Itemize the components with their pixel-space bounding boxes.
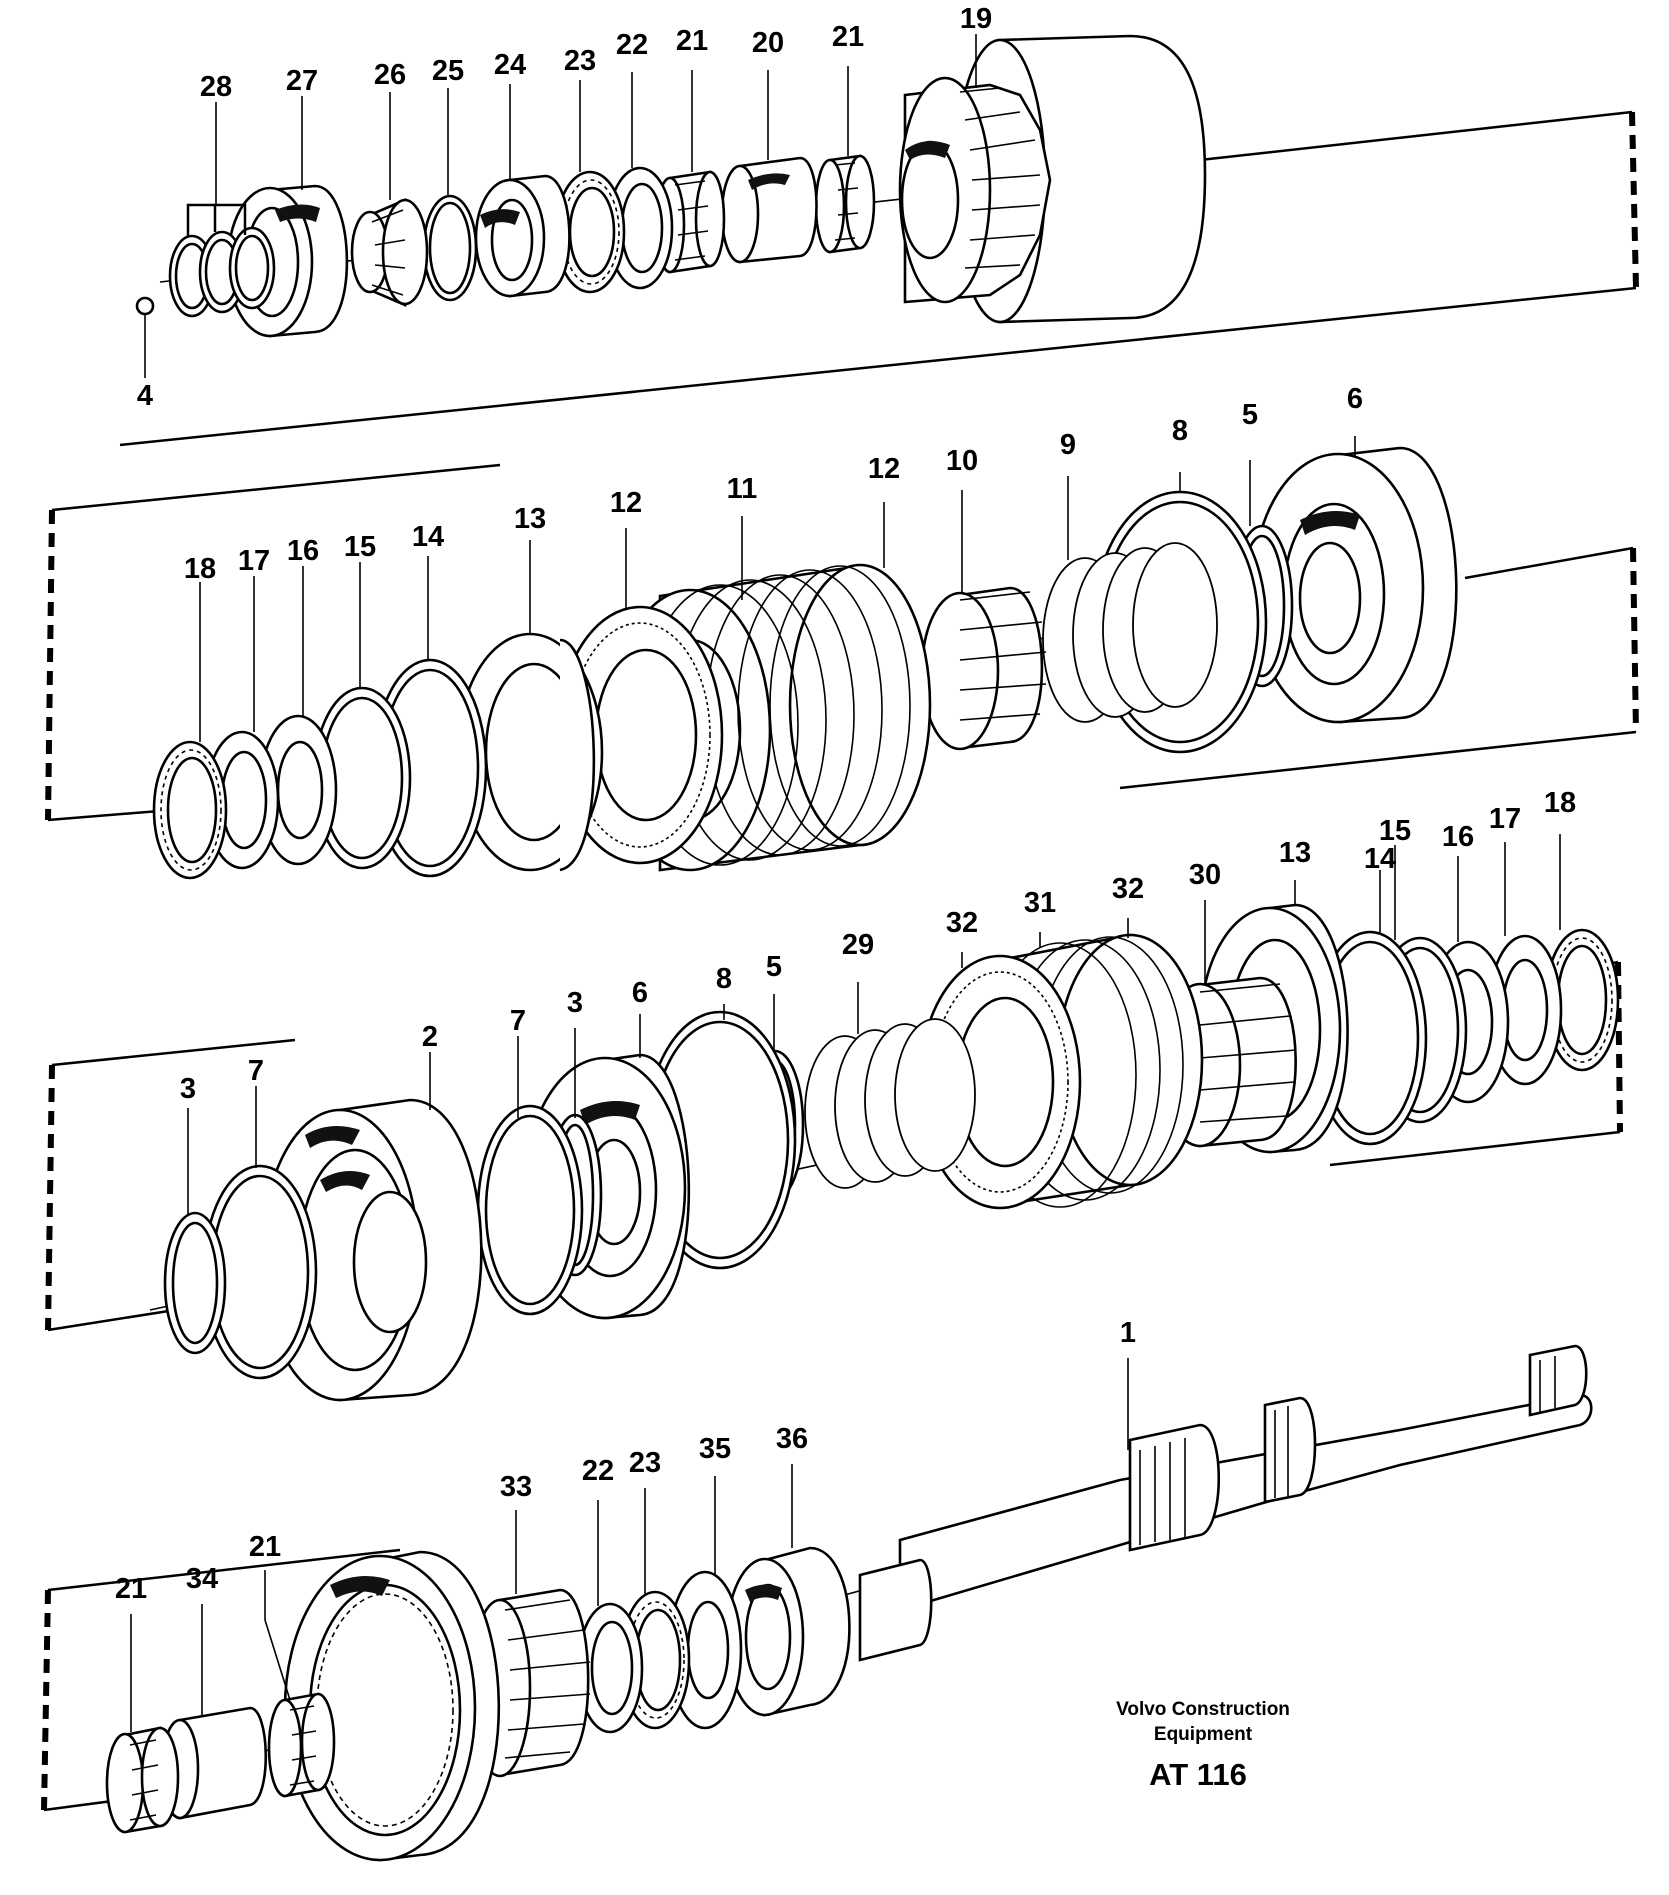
callout-24: 24 — [494, 49, 526, 81]
callout-6-b: 6 — [632, 977, 648, 1009]
callout-5: 5 — [1242, 399, 1258, 431]
callout-19: 19 — [960, 3, 992, 35]
callout-6: 6 — [1347, 383, 1363, 415]
callout-30: 30 — [1189, 859, 1221, 891]
callout-20: 20 — [752, 27, 784, 59]
part-25-snap-ring — [422, 194, 478, 302]
callout-11: 11 — [727, 473, 758, 505]
callout-13-b: 13 — [1279, 837, 1311, 869]
callout-21: 21 — [676, 25, 708, 57]
part-7-seal-ring-b — [202, 1164, 318, 1380]
part-18-thrust-bearing — [152, 740, 228, 880]
callout-2: 2 — [422, 1021, 438, 1053]
row-2-clutch-pack — [45, 436, 1639, 880]
callout-16-b: 16 — [1442, 821, 1474, 853]
callout-14: 14 — [412, 521, 444, 553]
callout-16: 16 — [287, 535, 319, 567]
callout-22: 22 — [616, 29, 648, 61]
callout-15-b: 15 — [1379, 815, 1411, 847]
callout-18-b: 18 — [1544, 787, 1576, 819]
callout-1: 1 — [1120, 1317, 1136, 1349]
callout-12: 12 — [610, 487, 642, 519]
publisher-credit: Volvo Construction Equipment AT 116 — [1116, 1699, 1290, 1792]
part-26-tapered-bearing — [350, 198, 429, 307]
callout-21-b: 21 — [832, 21, 864, 53]
row-1-shaft-assembly — [119, 34, 1639, 447]
publisher-line-1: Volvo Construction — [1116, 1699, 1290, 1720]
callout-36: 36 — [776, 1423, 808, 1455]
part-2-clutch-drum — [260, 1098, 483, 1402]
part-24-bearing-cup — [474, 174, 571, 298]
callout-17-b: 17 — [1489, 803, 1521, 835]
callout-9: 9 — [1060, 429, 1076, 461]
callout-34: 34 — [186, 1563, 218, 1595]
callout-31: 31 — [1024, 887, 1056, 919]
callout-7: 7 — [248, 1055, 264, 1087]
callout-25: 25 — [432, 55, 464, 87]
row-3-clutch-pack — [45, 834, 1623, 1402]
part-1-main-shaft — [858, 1344, 1593, 1662]
callout-labels: 4 28 27 26 25 24 23 22 21 20 21 19 18 17… — [115, 3, 1576, 1605]
part-13-end-plate — [456, 632, 604, 872]
callout-23-b: 23 — [629, 1447, 661, 1479]
callout-29: 29 — [842, 929, 874, 961]
part-7-seal-ring — [476, 1104, 584, 1316]
part-21-needle-bearing — [814, 154, 876, 254]
part-15-retaining-ring — [312, 686, 412, 870]
callout-3-b: 3 — [567, 987, 583, 1019]
part-28-seal-rings — [168, 203, 276, 318]
part-19-clutch-drum — [898, 34, 1207, 324]
part-21-needle-bearing-c — [267, 1692, 336, 1798]
part-22-thrust-washer — [606, 166, 674, 290]
callout-18: 18 — [184, 553, 216, 585]
callout-23: 23 — [564, 45, 596, 77]
callout-28: 28 — [200, 71, 232, 103]
callout-5-b: 5 — [766, 951, 782, 983]
row-4-main-shaft — [41, 1344, 1593, 1862]
callout-14-b: 14 — [1364, 843, 1396, 875]
part-gear-drum — [283, 1550, 501, 1862]
part-12-friction-disc — [556, 605, 724, 865]
part-10-clutch-hub — [920, 586, 1047, 751]
callout-35: 35 — [699, 1433, 731, 1465]
part-21-needle-bearing-d — [105, 1726, 180, 1834]
callout-32: 32 — [946, 907, 978, 939]
part-4-ball — [135, 296, 155, 316]
part-3-o-ring-b — [163, 1211, 227, 1355]
part-20-sleeve — [720, 156, 818, 264]
part-23-thrust-bearing — [554, 170, 626, 294]
callout-8-b: 8 — [716, 963, 732, 995]
part-36-tapered-bearing — [725, 1546, 851, 1717]
part-9-spring — [1042, 542, 1218, 723]
callout-26: 26 — [374, 59, 406, 91]
publisher-line-2: Equipment — [1154, 1724, 1253, 1745]
callout-4: 4 — [137, 380, 153, 412]
callout-13: 13 — [514, 503, 546, 535]
callout-22-b: 22 — [582, 1455, 614, 1487]
callout-33: 33 — [500, 1471, 532, 1503]
callout-21-d: 21 — [249, 1531, 281, 1563]
callout-27: 27 — [286, 65, 318, 97]
drawing-code: AT 116 — [1149, 1757, 1247, 1792]
part-29-spring — [804, 1018, 976, 1189]
callout-10: 10 — [946, 445, 978, 477]
callout-3: 3 — [180, 1073, 196, 1105]
callout-7-b: 7 — [510, 1005, 526, 1037]
part-6-piston — [1251, 446, 1458, 724]
callout-8: 8 — [1172, 415, 1188, 447]
callout-21-c: 21 — [115, 1573, 147, 1605]
callout-32-b: 32 — [1112, 873, 1144, 905]
callout-17: 17 — [238, 545, 270, 577]
callout-12-b: 12 — [868, 453, 900, 485]
callout-15: 15 — [344, 531, 376, 563]
